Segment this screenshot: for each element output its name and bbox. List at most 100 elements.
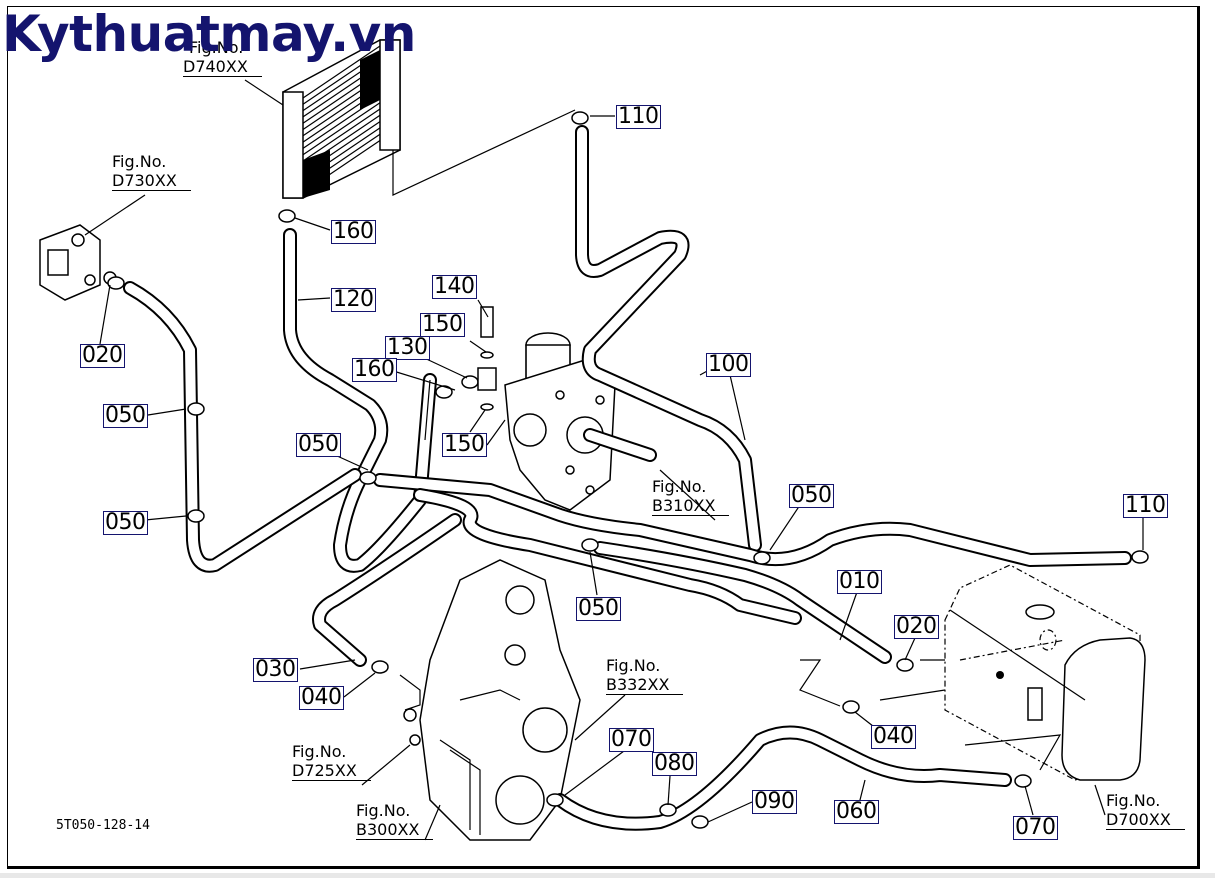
cooler-fin: [302, 108, 381, 162]
part-label-050[interactable]: 050: [103, 403, 148, 428]
part-label-160[interactable]: 160: [331, 219, 376, 244]
part-label-050[interactable]: 050: [789, 483, 834, 508]
fig-prefix: Fig.No.: [189, 38, 244, 57]
leader-line: [486, 419, 506, 446]
part-label-010[interactable]: 010: [837, 569, 882, 594]
part-label-030[interactable]: 030: [253, 657, 298, 682]
part-label-120[interactable]: 120: [331, 287, 376, 312]
leader-line: [144, 515, 187, 521]
drawing-number: 5T050-128-14: [56, 818, 150, 833]
leader-line: [799, 659, 841, 707]
clamp: [659, 803, 677, 817]
clamp: [1014, 774, 1032, 788]
fig-code: B310XX: [652, 496, 730, 516]
part-label-020[interactable]: 020: [894, 614, 939, 639]
part-label-050[interactable]: 050: [103, 510, 148, 535]
leader-line: [574, 694, 626, 741]
leader-line: [334, 454, 369, 471]
clamp: [1131, 550, 1149, 564]
clamp: [278, 209, 296, 223]
oil-cooler[interactable]: [282, 39, 401, 199]
clamp: [371, 660, 389, 674]
clamp: [571, 111, 589, 125]
part-label-100[interactable]: 100: [706, 352, 751, 377]
fig-code: D740XX: [183, 57, 262, 77]
part-label-150[interactable]: 150: [420, 312, 465, 337]
leader-line: [839, 591, 858, 641]
transmission-case[interactable]: [403, 559, 581, 841]
figure-ref-d730xx[interactable]: Fig.No. D730XX: [112, 152, 191, 191]
control-valve[interactable]: [39, 224, 117, 301]
part-label-040[interactable]: 040: [871, 724, 916, 749]
leader-line: [1024, 785, 1034, 816]
leader-line: [424, 379, 431, 441]
leader-line: [299, 659, 356, 670]
leader-line: [389, 369, 456, 391]
part-label-090[interactable]: 090: [752, 789, 797, 814]
fig-code: B332XX: [606, 675, 684, 695]
clamp: [187, 402, 205, 416]
part-label-050[interactable]: 050: [576, 596, 621, 621]
figure-ref-d725xx[interactable]: Fig.No. D725XX: [292, 742, 371, 781]
fig-prefix: Fig.No.: [652, 477, 707, 496]
leader-line: [244, 79, 284, 106]
part-label-150[interactable]: 150: [442, 432, 487, 457]
leader-line: [469, 409, 486, 433]
leader-line: [361, 744, 411, 786]
washer: [480, 403, 494, 411]
leader-line: [769, 504, 801, 551]
clamp: [842, 700, 860, 714]
part-label-080[interactable]: 080: [652, 751, 697, 776]
hose-060-interior: [555, 727, 1010, 829]
part-label-020[interactable]: 020: [80, 343, 125, 368]
part-label-040[interactable]: 040: [299, 685, 344, 710]
tank[interactable]: [944, 564, 1146, 781]
leader-line: [879, 689, 946, 701]
clamps: [107, 111, 1149, 829]
leader-line: [1094, 784, 1106, 816]
part-label-050[interactable]: 050: [296, 432, 341, 457]
banjo-fitting: [477, 367, 497, 391]
figure-ref-d740xx[interactable]: Fig.No. D740XX: [183, 38, 262, 77]
figure-ref-d700xx[interactable]: Fig.No. D700XX: [1106, 791, 1185, 830]
hydraulic-pump[interactable]: [504, 332, 657, 511]
leader-line: [589, 551, 598, 596]
leader-line: [667, 775, 671, 806]
figure-ref-b332xx[interactable]: Fig.No. B332XX: [606, 656, 684, 695]
fig-code: D730XX: [112, 171, 191, 191]
part-label-160[interactable]: 160: [352, 357, 397, 382]
leader-line: [904, 637, 916, 661]
leader-line: [424, 804, 441, 841]
part-label-140[interactable]: 140: [432, 274, 477, 299]
leader-line: [399, 674, 421, 711]
clamp: [461, 375, 479, 389]
fig-prefix: Fig.No.: [1106, 791, 1161, 810]
hoses: [123, 125, 1132, 831]
part-label-070[interactable]: 070: [609, 727, 654, 752]
clamp: [546, 793, 564, 807]
banjo-bolt: [480, 306, 494, 338]
fig-code: B300XX: [356, 820, 434, 840]
bottom-strip: [0, 873, 1215, 878]
hose-upper-main-interior: [375, 475, 1130, 565]
leader-line: [964, 734, 1062, 771]
part-label-070[interactable]: 070: [1013, 815, 1058, 840]
figure-ref-b310xx[interactable]: Fig.No. B310XX: [652, 477, 730, 516]
hose-left-loop: [123, 281, 362, 573]
drawing-frame: [7, 6, 1200, 869]
part-label-110[interactable]: 110: [616, 104, 661, 129]
part-label-060[interactable]: 060: [834, 799, 879, 824]
figure-ref-b300xx[interactable]: Fig.No. B300XX: [356, 801, 434, 840]
leader-line: [99, 284, 111, 345]
part-label-130[interactable]: 130: [385, 335, 430, 360]
leader-lines: [84, 79, 1144, 841]
clamp: [581, 538, 599, 552]
part-label-110[interactable]: 110: [1123, 493, 1168, 518]
leader-line: [147, 408, 187, 416]
leader-line: [392, 109, 576, 196]
fig-prefix: Fig.No.: [356, 801, 411, 820]
hose-110-top-interior: [577, 127, 760, 550]
hose-left-loop-interior: [125, 283, 360, 571]
hose-lower-main-interior: [415, 490, 800, 623]
